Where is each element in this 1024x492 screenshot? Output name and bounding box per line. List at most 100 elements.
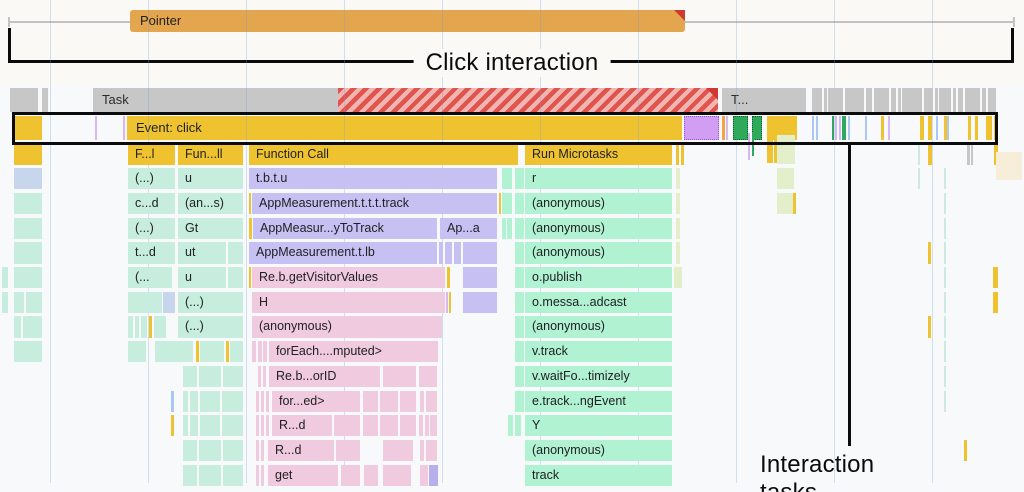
task-segment[interactable] — [812, 88, 822, 112]
event-tick[interactable] — [733, 116, 748, 140]
flame-block[interactable] — [261, 465, 264, 486]
flame-block[interactable] — [196, 341, 199, 362]
task-segment[interactable] — [824, 88, 827, 112]
flame-block[interactable] — [228, 267, 243, 288]
flame-block[interactable] — [14, 267, 42, 288]
flame-block[interactable] — [14, 168, 42, 189]
task-fragment[interactable] — [42, 88, 48, 112]
flame-block[interactable] — [964, 440, 967, 461]
flame-block[interactable] — [252, 341, 256, 362]
flame-block[interactable]: H — [252, 292, 445, 313]
flame-block[interactable] — [200, 415, 220, 436]
flame-block[interactable]: (anonymous) — [252, 316, 442, 337]
flame-block[interactable] — [463, 267, 497, 288]
flame-block[interactable] — [258, 341, 262, 362]
flame-block[interactable] — [383, 366, 416, 387]
flame-block[interactable] — [928, 316, 931, 337]
event-tick[interactable] — [848, 116, 850, 140]
event-tick[interactable] — [812, 116, 814, 140]
flame-block[interactable] — [420, 465, 428, 486]
flame-block[interactable] — [334, 415, 360, 436]
flame-block[interactable]: Gt — [178, 218, 243, 239]
flame-block[interactable] — [445, 242, 452, 263]
flame-block[interactable] — [14, 193, 42, 214]
flame-block[interactable] — [256, 415, 259, 436]
flame-block[interactable] — [266, 391, 269, 412]
flame-block[interactable] — [163, 292, 175, 313]
flame-block[interactable]: AppMeasurement.t.lb — [249, 242, 437, 263]
flame-block[interactable] — [183, 391, 188, 412]
flame-block[interactable]: v.track — [525, 341, 672, 362]
flame-block[interactable] — [14, 242, 42, 263]
flame-block[interactable] — [515, 168, 524, 189]
flame-block[interactable] — [400, 415, 416, 436]
flame-block[interactable] — [515, 193, 524, 214]
event-tick[interactable] — [865, 116, 867, 140]
flame-block[interactable] — [341, 465, 360, 486]
flame-block[interactable] — [23, 316, 42, 337]
event-click-bar[interactable]: Event: click — [127, 116, 682, 140]
flame-block[interactable] — [944, 316, 946, 337]
flame-block[interactable] — [336, 440, 360, 461]
flame-block[interactable] — [507, 218, 512, 239]
flame-block[interactable] — [676, 168, 680, 189]
flame-block[interactable]: t.b.t.u — [249, 168, 497, 189]
event-tick[interactable] — [936, 116, 938, 140]
task-segment[interactable] — [902, 88, 922, 112]
flame-block[interactable] — [14, 292, 24, 313]
flame-block[interactable] — [515, 316, 524, 337]
flame-fragment[interactable] — [777, 135, 795, 164]
flame-block[interactable]: v.waitFo...timizely — [525, 366, 672, 387]
flame-block[interactable] — [426, 391, 437, 412]
flame-block[interactable] — [463, 292, 497, 313]
event-tick[interactable] — [842, 116, 846, 140]
task-segment[interactable] — [898, 88, 901, 112]
event-tick[interactable] — [928, 116, 932, 140]
flame-block[interactable] — [135, 316, 139, 337]
event-tick[interactable] — [832, 116, 834, 140]
flame-block[interactable]: u — [178, 267, 226, 288]
flame-block[interactable] — [363, 391, 378, 412]
flame-block[interactable]: R...d — [268, 440, 334, 461]
flame-block[interactable] — [171, 391, 174, 412]
flame-block[interactable] — [2, 267, 8, 288]
task-segment[interactable] — [965, 88, 980, 112]
flame-block[interactable] — [944, 292, 946, 313]
flame-block[interactable] — [249, 218, 252, 239]
flame-block[interactable] — [918, 168, 920, 189]
task-segment[interactable] — [866, 88, 872, 112]
flame-block[interactable] — [446, 292, 448, 313]
task-segment[interactable] — [958, 88, 963, 112]
flame-block[interactable]: c...d — [128, 193, 175, 214]
flame-block[interactable] — [258, 366, 261, 387]
flame-block[interactable] — [777, 168, 794, 189]
flame-block[interactable] — [420, 391, 424, 412]
event-tick[interactable] — [722, 116, 725, 140]
flame-block[interactable] — [200, 341, 224, 362]
flame-block[interactable] — [944, 391, 946, 412]
flame-block[interactable] — [183, 465, 197, 486]
flame-block[interactable] — [190, 391, 198, 412]
event-tick[interactable] — [839, 116, 841, 140]
flame-block[interactable] — [249, 267, 251, 288]
flame-block[interactable]: forEach....mputed> — [269, 341, 438, 362]
flame-block[interactable] — [944, 341, 946, 362]
flame-block[interactable]: Re.b...orID — [269, 366, 380, 387]
flame-block[interactable]: for...ed> — [272, 391, 360, 412]
flame-block[interactable] — [228, 242, 243, 263]
flame-block[interactable] — [200, 391, 220, 412]
flame-block[interactable]: o.messa...adcast — [525, 292, 672, 313]
flame-block[interactable]: e.track...ngEvent — [525, 391, 672, 412]
flame-block[interactable]: (anonymous) — [525, 242, 672, 263]
flame-block[interactable] — [383, 440, 413, 461]
flame-block[interactable] — [515, 242, 524, 263]
flame-block[interactable] — [155, 341, 193, 362]
flame-block[interactable] — [199, 465, 221, 486]
flame-block[interactable] — [223, 465, 243, 486]
flame-block[interactable] — [261, 415, 264, 436]
task-segment[interactable] — [924, 88, 933, 112]
flame-block[interactable]: Fun...ll — [178, 144, 243, 165]
flame-block[interactable] — [681, 144, 684, 165]
task-bar[interactable]: Task — [93, 88, 718, 112]
task-segment[interactable] — [982, 88, 986, 112]
